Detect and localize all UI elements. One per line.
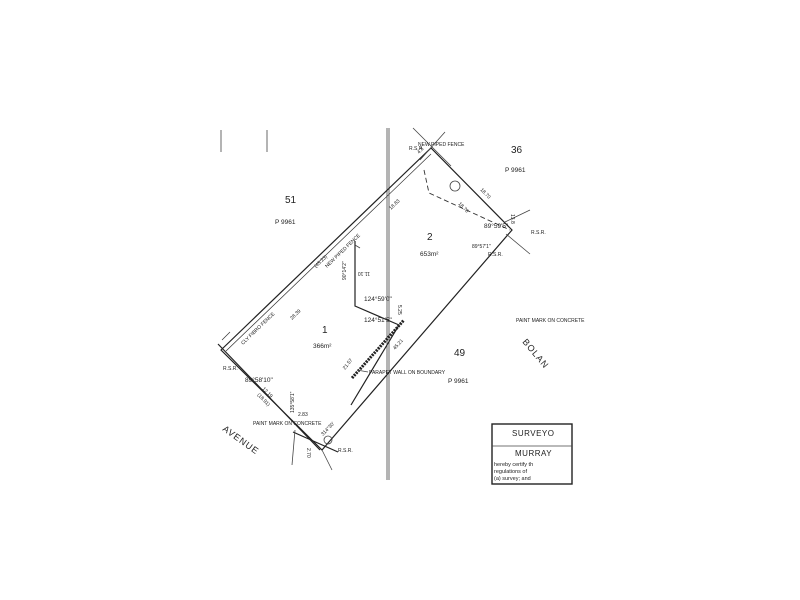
distance-label: 28.39 <box>289 308 302 321</box>
certificate-line: hereby certify th <box>494 462 533 468</box>
lot-36-plan: P 9961 <box>505 167 526 174</box>
bearing-label: 89°58'10" <box>245 376 274 384</box>
bearing-label: 314°30' <box>320 421 336 437</box>
distance-label: 21.57 <box>342 358 355 372</box>
corner-line <box>505 233 531 255</box>
road-reserve-line <box>217 343 321 451</box>
easement-line <box>423 169 511 231</box>
lot-51-number: 51 <box>285 195 297 206</box>
fence-line <box>221 331 231 341</box>
street-name-right: BOLAN <box>520 337 550 371</box>
lot-2-area: 653m² <box>420 251 439 258</box>
certificate-line: regulations of <box>494 469 527 475</box>
fence-line <box>225 153 432 352</box>
rsr-label: R.S.R. <box>488 252 503 258</box>
corner-line <box>419 131 446 161</box>
distance-label: 11.10 <box>358 270 370 276</box>
parapet-leader <box>356 369 369 373</box>
fence-label: NEW PIPED FENCE <box>418 142 465 148</box>
lot-1-number: 1 <box>322 325 328 336</box>
distance-label: 18.83 <box>388 198 401 211</box>
fence-label: CLY FIBRO FENCE <box>240 311 276 347</box>
certificate-name: MURRAY <box>515 449 552 458</box>
paint-mark-label: PAINT MARK ON CONCRETE <box>516 318 585 324</box>
lot-division <box>350 241 400 406</box>
distance-label: 13.8 <box>509 214 515 224</box>
survey-mark-icon <box>323 435 333 445</box>
lot-2-number: 2 <box>427 232 433 243</box>
distance-label: 4.3 <box>416 146 425 155</box>
bearing-label: 124°59'0" <box>364 295 393 303</box>
lot-1-area: 366m² <box>313 343 332 350</box>
bearing-label: 135°58'1" <box>290 391 296 413</box>
distance-label: 5.25 <box>396 305 402 315</box>
bearing-label: 89°57'1" <box>472 244 491 250</box>
paint-mark-label: PAINT MARK ON CONCRETE <box>253 421 322 427</box>
lot-51-plan: P 9961 <box>275 219 296 226</box>
parapet-wall <box>350 318 406 380</box>
distance-label: 2.70 <box>305 448 311 458</box>
rsr-label: R.S.R. <box>409 146 424 152</box>
bearing-label: 124°51'5" <box>364 316 393 324</box>
corner-line <box>321 449 333 471</box>
certificate-box <box>491 423 573 485</box>
bearing-label: 89°59'5" <box>484 222 509 230</box>
corner-line <box>504 209 531 223</box>
parapet-label: PARAPET WALL ON BOUNDARY <box>369 370 446 376</box>
rsr-label: R.S.R. <box>531 230 546 236</box>
division-tick <box>354 244 361 249</box>
bearing-label: 90°14'2" <box>342 261 348 280</box>
rsr-label: R.S.R. <box>223 366 238 372</box>
distance-label: 45.21 <box>392 338 405 351</box>
street-name-left: AVENUE <box>221 424 261 457</box>
certificate-line: (a) survey; and <box>494 476 531 482</box>
survey-mark-icon <box>449 180 461 192</box>
lot-49-plan: P 9961 <box>448 378 469 385</box>
lot-36-number: 36 <box>511 145 523 156</box>
rsr-label: R.S.R. <box>338 448 353 454</box>
distance-label: 2.83 <box>298 412 308 418</box>
lot-49-number: 49 <box>454 348 466 359</box>
distance-label: 18.70 <box>457 201 470 214</box>
road-reserve-line <box>292 431 339 453</box>
certificate-heading: SURVEYO <box>512 429 554 438</box>
corner-line <box>291 429 296 466</box>
